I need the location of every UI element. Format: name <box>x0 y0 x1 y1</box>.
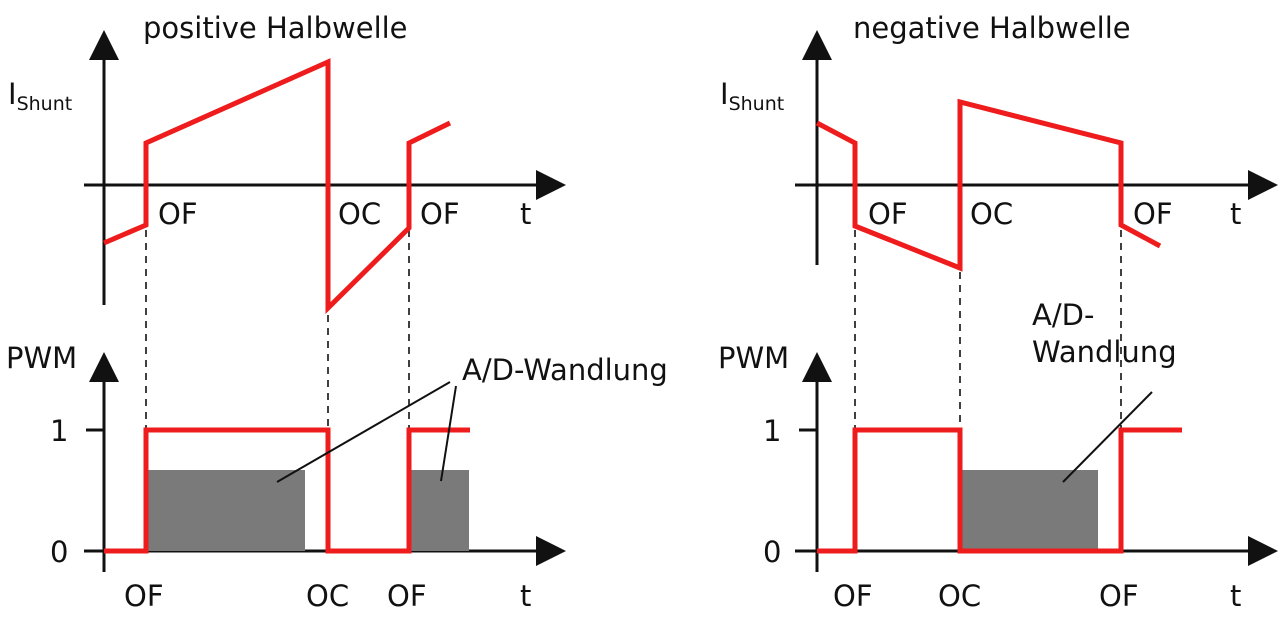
left-adc-leader-1 <box>276 381 451 483</box>
right-pwm-time-label: t <box>1230 579 1241 613</box>
left-current-time-label: t <box>520 197 531 231</box>
left-current-phase-oc: OC <box>338 197 381 231</box>
right-pwm-tick-high-label: 1 <box>763 414 781 448</box>
left-adc-window-2 <box>411 470 469 551</box>
right-adc-window <box>962 470 1098 551</box>
left-pwm-signal <box>104 427 470 554</box>
left-current-phase-of-2: OF <box>420 197 460 231</box>
left-pwm-time-label: t <box>520 579 531 613</box>
right-panel: negative Halbwelle IShunt t OF OC OF PWM… <box>718 11 1278 613</box>
right-current-phase-of-1: OF <box>868 197 908 231</box>
right-adc-label-line1: A/D- <box>1032 298 1094 332</box>
right-title: negative Halbwelle <box>853 11 1131 45</box>
right-current-phase-of-2: OF <box>1133 197 1173 231</box>
right-current-time-label: t <box>1230 197 1241 231</box>
left-title: positive Halbwelle <box>143 11 408 45</box>
right-shunt-current-curve <box>815 98 1162 272</box>
left-current-phase-of-1: OF <box>158 197 198 231</box>
left-adc-label: A/D-Wandlung <box>462 353 668 387</box>
left-pwm-axis-label: PWM <box>6 341 77 375</box>
right-pwm-signal <box>817 427 1182 554</box>
left-current-axis-label: IShunt <box>8 77 72 115</box>
left-pwm-tick-low-label: 0 <box>50 535 68 569</box>
left-adc-leader-2 <box>440 385 457 482</box>
left-time-label-oc: OC <box>306 579 349 613</box>
left-shunt-current-curve <box>103 58 452 314</box>
left-panel: positive Halbwelle IShunt t OF OC OF PWM… <box>6 11 668 613</box>
right-current-phase-oc: OC <box>970 197 1013 231</box>
right-pwm-tick-low-label: 0 <box>763 535 781 569</box>
left-pwm-tick-high-label: 1 <box>50 414 68 448</box>
right-current-axis-label: IShunt <box>720 77 784 115</box>
left-time-label-of-2: OF <box>387 579 427 613</box>
right-time-label-oc: OC <box>938 579 981 613</box>
right-adc-leader <box>1062 391 1153 483</box>
right-time-label-of-1: OF <box>833 579 873 613</box>
left-adc-window-1 <box>147 470 305 551</box>
left-time-label-of-1: OF <box>124 579 164 613</box>
right-time-label-of-2: OF <box>1099 579 1139 613</box>
right-pwm-axis-label: PWM <box>718 341 789 375</box>
right-adc-label-line2: Wandlung <box>1032 335 1177 369</box>
